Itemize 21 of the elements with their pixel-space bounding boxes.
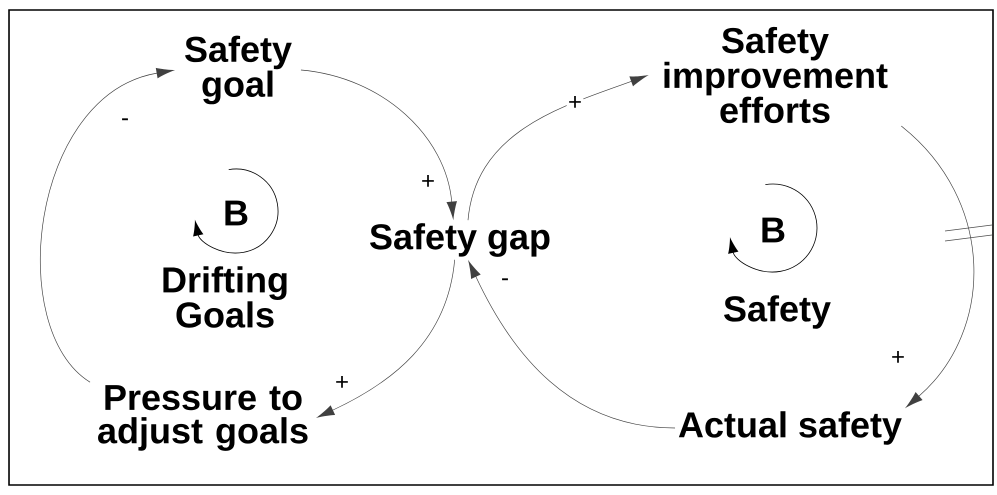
variable-label: Pressure to adjust goals <box>98 385 308 451</box>
variable-label: Actual safety <box>678 411 902 445</box>
polarity-sign: + <box>334 374 350 392</box>
arrow <box>468 75 648 221</box>
arrow <box>900 126 974 408</box>
polarity-sign: + <box>566 94 584 112</box>
polarity-sign: - <box>120 117 130 127</box>
arrow <box>40 68 174 383</box>
variable-label: Safety gap <box>370 223 550 257</box>
loop-name: Safety <box>724 295 831 329</box>
loop-letter: B <box>762 218 784 242</box>
polarity-sign: - <box>500 277 510 287</box>
polarity-sign: + <box>420 174 436 190</box>
loop-name: Drifting Goals <box>163 266 287 328</box>
arrow <box>317 259 455 418</box>
variable-label: Safety goal <box>185 36 292 104</box>
arrow <box>468 261 676 428</box>
variable-label: Safety improvement efforts <box>664 26 888 124</box>
arrow <box>300 70 457 219</box>
loop-letter: B <box>225 200 248 226</box>
polarity-sign: + <box>890 350 906 366</box>
